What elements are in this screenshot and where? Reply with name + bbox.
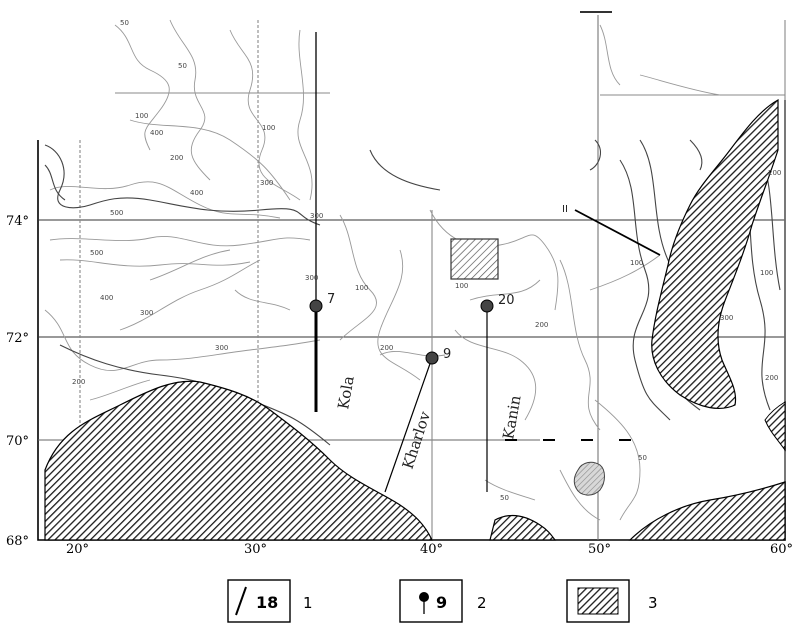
station-20-marker <box>480 299 494 313</box>
study-area-rectangle <box>450 238 499 280</box>
station-7-marker <box>309 299 323 313</box>
station-9-label: 9 <box>443 347 451 362</box>
station-7-label: 7 <box>327 292 335 307</box>
stations: 7 9 20 <box>309 292 515 365</box>
nw-section-line <box>574 209 661 256</box>
station-20-label: 20 <box>498 293 515 308</box>
lat-label: 74° <box>6 214 29 229</box>
contour-label: 100 <box>455 282 468 290</box>
contour-label: 200 <box>380 344 393 352</box>
legend: 18 1 9 2 3 <box>227 579 658 623</box>
station-9-marker <box>425 351 439 365</box>
longitude-labels: 20° 30° 40° 50° 60° <box>66 542 793 557</box>
kolguev-island <box>573 461 605 496</box>
contour-label: 200 <box>768 169 781 177</box>
lon-label: 50° <box>588 542 611 557</box>
contour-label: 300 <box>215 344 228 352</box>
contour-label: 100 <box>135 112 148 120</box>
legend-label-3: 3 <box>648 594 658 612</box>
legend-box-section <box>227 579 291 623</box>
contour-label: 400 <box>100 294 113 302</box>
contour-label: 100 <box>355 284 368 292</box>
legend-box-station <box>399 579 463 623</box>
legend-station-number: 9 <box>436 593 447 612</box>
contour-label: 50 <box>500 494 509 502</box>
east-edge-strip <box>764 401 786 452</box>
contour-label: 100 <box>760 269 773 277</box>
contour-label: 200 <box>765 374 778 382</box>
contour-label: 50 <box>120 19 129 27</box>
contour-label: 300 <box>305 274 318 282</box>
contour-label: 100 <box>630 259 643 267</box>
contour-label: 50 <box>178 62 187 70</box>
lon-label: 20° <box>66 542 89 557</box>
lon-label: 30° <box>244 542 267 557</box>
legend-item-area: 3 <box>566 579 658 623</box>
kharlov-section-line <box>384 357 433 493</box>
contour-label: 300 <box>260 179 273 187</box>
sections <box>314 32 661 493</box>
contour-label: 200 <box>72 378 85 386</box>
contour-label: 200 <box>535 321 548 329</box>
legend-label-1: 1 <box>303 594 313 612</box>
contour-label: 400 <box>150 129 163 137</box>
kanin-coast <box>489 514 557 541</box>
contour-label: 100 <box>262 124 275 132</box>
lon-label: 60° <box>770 542 793 557</box>
legend-section-number: 18 <box>256 593 278 612</box>
graticule <box>38 11 786 540</box>
contour-label: 500 <box>90 249 103 257</box>
scandinavia-coast <box>44 380 433 541</box>
contour-label: 400 <box>190 189 203 197</box>
legend-item-station: 9 2 <box>399 579 487 623</box>
east-coast <box>628 481 786 541</box>
depth-contours <box>44 19 721 521</box>
contour-label: 500 <box>110 209 123 217</box>
land-masses <box>44 98 786 541</box>
contour-labels: 50 50 100 100 100 200 200 200 200 300 30… <box>72 19 781 502</box>
latitude-labels: 74° 72° 70° 68° <box>6 214 29 549</box>
lon-label: 40° <box>420 542 443 557</box>
contour-label: 50 <box>638 454 647 462</box>
novaya-zemlya <box>651 98 779 409</box>
kola-label: Kola <box>334 374 358 410</box>
legend-area-hatch-icon <box>577 587 619 615</box>
contour-label: 300 <box>310 212 323 220</box>
legend-label-2: 2 <box>477 594 487 612</box>
kanin-label: Kanin <box>499 394 524 441</box>
legend-section-line-icon <box>235 586 247 616</box>
contour-label: 200 <box>170 154 183 162</box>
legend-item-section: 18 1 <box>227 579 313 623</box>
nw-section-label: II <box>562 204 568 215</box>
contour-label: 300 <box>140 309 153 317</box>
contour-label: 300 <box>720 314 733 322</box>
lat-label: 72° <box>6 331 29 346</box>
lat-label: 68° <box>6 534 29 549</box>
lat-label: 70° <box>6 434 29 449</box>
